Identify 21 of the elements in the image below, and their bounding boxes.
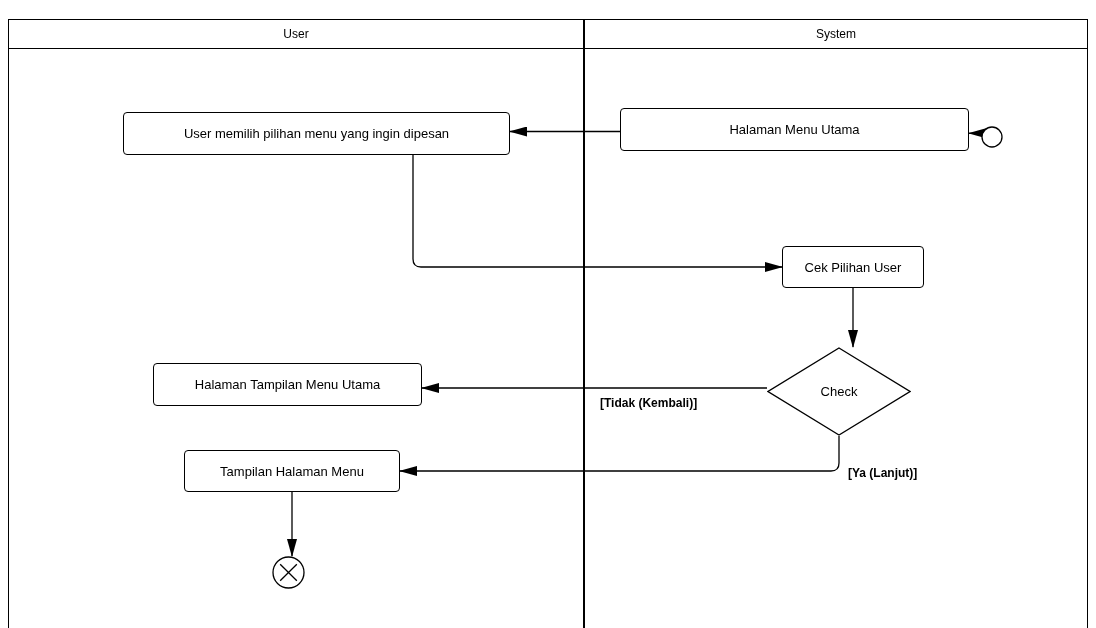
guard-label: [Ya (Lanjut)] [847,466,919,480]
control-flow-arrow [848,287,858,348]
control-flow-arrow [968,128,986,139]
action-box: Halaman Tampilan Menu Utama [153,363,422,406]
control-flow-arrow [509,126,621,137]
control-flow-arrow [421,383,768,393]
swimlane [584,19,1088,628]
action-box: Tampilan Halaman Menu [184,450,400,492]
action-box: Halaman Menu Utama [620,108,969,151]
guard-label: [Tidak (Kembali)] [599,396,699,410]
swimlane [8,19,584,628]
decision-diamond: Check [767,347,911,436]
control-flow-arrow [412,154,783,272]
action-box: User memilih pilihan menu yang ingin dipesan [123,112,510,155]
action-box: Cek Pilihan User [782,246,924,288]
lane-title: System [816,27,856,41]
initial-node [981,126,1003,148]
control-flow-arrow [399,435,840,476]
final-node [272,556,305,589]
lane-title: User [283,27,309,41]
control-flow-arrow [287,491,297,557]
